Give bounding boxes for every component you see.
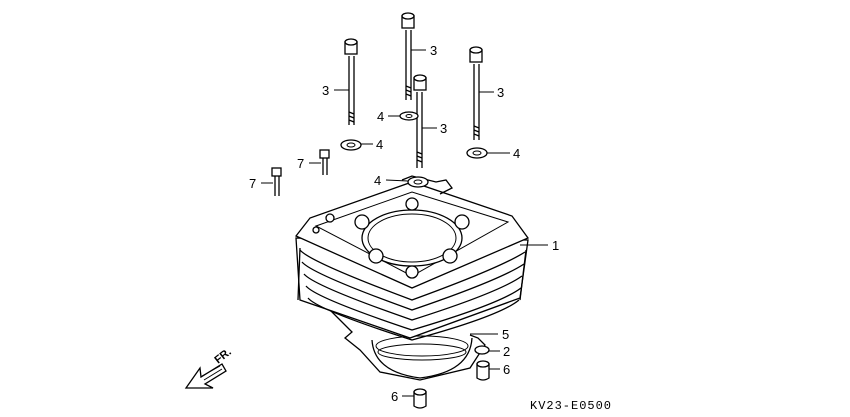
callout-4: 4 xyxy=(376,137,383,152)
small-bolt xyxy=(319,149,330,175)
cylinder-top-deck xyxy=(294,175,530,289)
collar xyxy=(474,345,490,355)
front-label: FR. xyxy=(212,346,233,366)
washer xyxy=(466,147,488,159)
dowel-pin xyxy=(476,360,490,381)
bolt-hole xyxy=(405,197,419,211)
callout-5: 5 xyxy=(502,327,509,342)
callout-6: 6 xyxy=(503,362,510,377)
stud-bolt xyxy=(401,12,415,100)
leader-lines xyxy=(261,49,548,397)
callout-4: 4 xyxy=(377,109,384,124)
bolt-hole xyxy=(405,265,419,279)
callout-1: 1 xyxy=(552,238,559,253)
callout-6: 6 xyxy=(391,389,398,404)
callout-7: 7 xyxy=(249,176,256,191)
bolt-hole xyxy=(354,214,370,230)
washer xyxy=(340,139,362,151)
callout-4: 4 xyxy=(513,146,520,161)
stud-bolt xyxy=(413,74,427,168)
base-gasket xyxy=(317,299,486,381)
stud-bolt xyxy=(469,46,483,140)
bolt-hole xyxy=(442,248,458,264)
callout-3: 3 xyxy=(440,121,447,136)
bolt-hole xyxy=(325,213,335,223)
skirt-ring xyxy=(375,335,469,357)
callout-4: 4 xyxy=(374,173,381,188)
washer xyxy=(399,111,419,121)
callout-2: 2 xyxy=(503,344,510,359)
callout-3: 3 xyxy=(322,83,329,98)
o-ring xyxy=(377,343,467,361)
washer xyxy=(407,176,429,188)
front-arrow-icon xyxy=(184,363,227,389)
bolt-hole xyxy=(454,214,470,230)
callout-7: 7 xyxy=(297,156,304,171)
callout-3: 3 xyxy=(430,43,437,58)
drawing-code: KV23-E0500 xyxy=(530,399,612,413)
cylinder-skirt xyxy=(371,337,473,379)
callout-3: 3 xyxy=(497,85,504,100)
callout-labels: 3 3 3 3 4 4 4 4 7 7 1 5 2 6 6 xyxy=(249,43,559,404)
dowel-pin xyxy=(413,388,427,409)
bolt-hole xyxy=(312,226,320,234)
small-bolt xyxy=(271,167,282,196)
stud-bolt xyxy=(344,38,358,125)
bolt-hole xyxy=(368,248,384,264)
